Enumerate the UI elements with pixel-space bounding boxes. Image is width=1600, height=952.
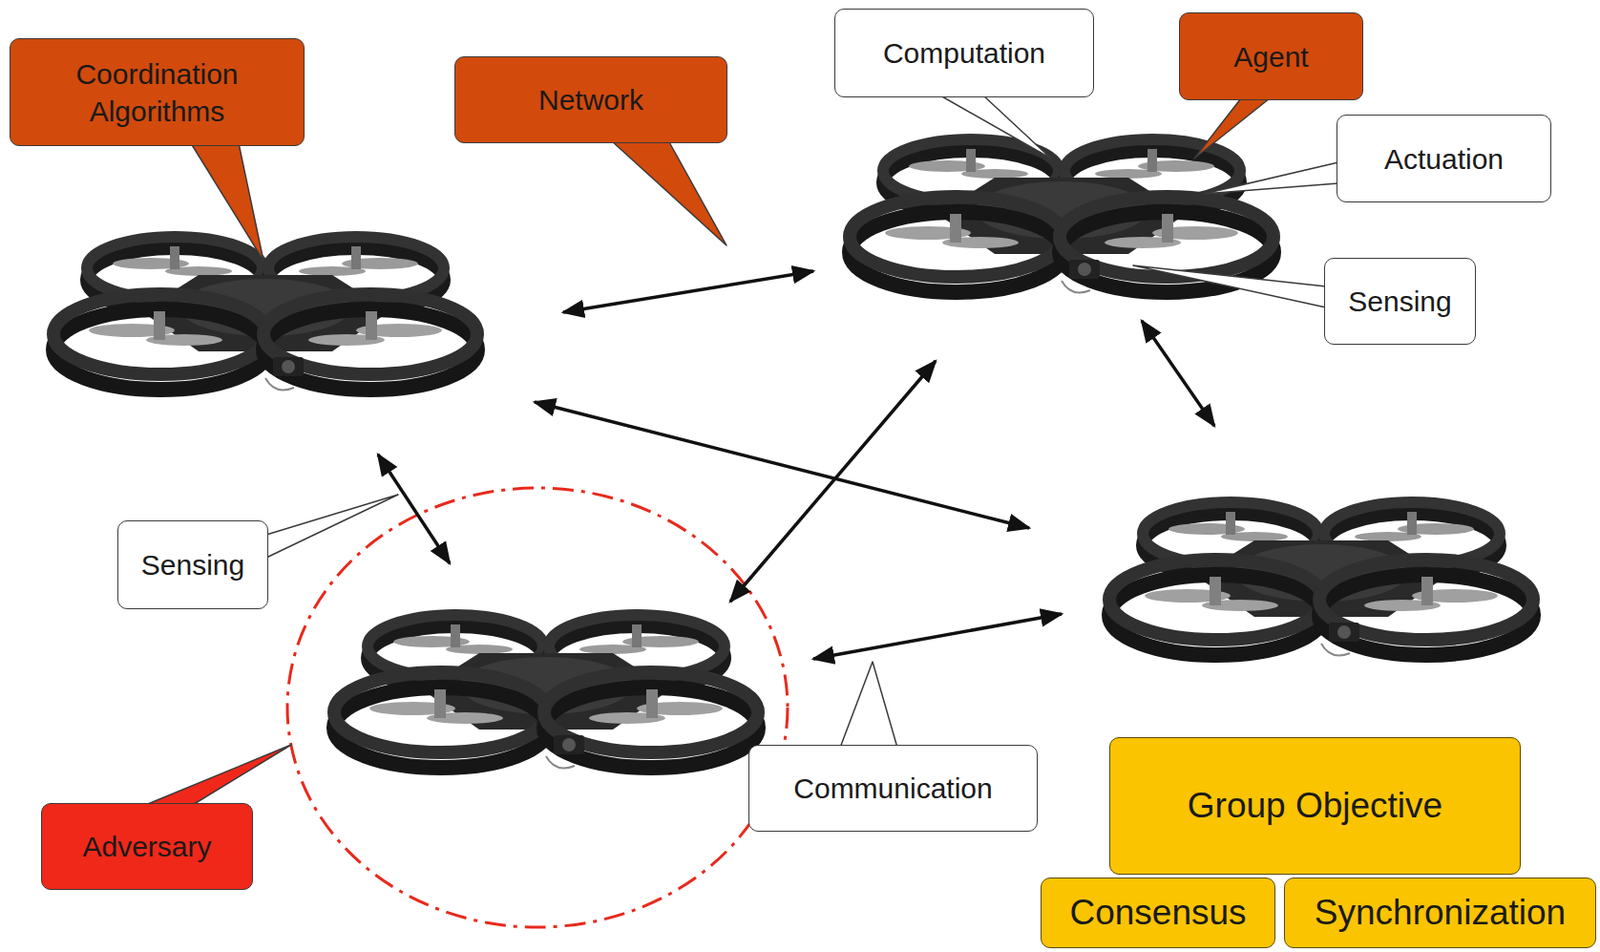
objective-box: Consensus — [1040, 877, 1276, 948]
quadcopter — [53, 236, 478, 390]
objective-box: Group Objective — [1109, 736, 1521, 875]
objective-box: Synchronization — [1284, 877, 1597, 948]
link-arrows — [378, 271, 1215, 659]
callout-box: Sensing — [117, 520, 269, 610]
callout-box: Computation — [834, 8, 1095, 98]
callout-box: Adversary — [41, 802, 253, 890]
callout-label: Sensing — [1347, 282, 1452, 320]
callout-label: Network — [538, 81, 644, 119]
callout-label: Communication — [793, 769, 992, 807]
callout-label: Computation — [883, 34, 1046, 72]
callout-label: Agent — [1233, 38, 1308, 76]
callout-box: Communication — [748, 744, 1038, 832]
quadcopter — [334, 614, 758, 768]
callout-label: Coordination Algorithms — [23, 55, 291, 130]
quadcopter — [849, 139, 1274, 293]
callout-box: Agent — [1178, 12, 1364, 101]
callout-box: Sensing — [1324, 257, 1476, 345]
callout-box: Network — [454, 56, 728, 144]
callout-label: Sensing — [141, 546, 245, 584]
callout-label: Consensus — [1069, 889, 1246, 936]
callout-box: Actuation — [1336, 114, 1552, 203]
callout-label: Adversary — [82, 827, 211, 865]
callout-label: Group Objective — [1187, 782, 1443, 829]
quadcopter — [1109, 502, 1534, 655]
callout-label: Actuation — [1384, 140, 1504, 178]
callout-label: Synchronization — [1314, 889, 1566, 936]
callout-box: Coordination Algorithms — [9, 38, 305, 147]
callout-tails — [143, 95, 1339, 806]
adversary-region — [287, 487, 788, 927]
